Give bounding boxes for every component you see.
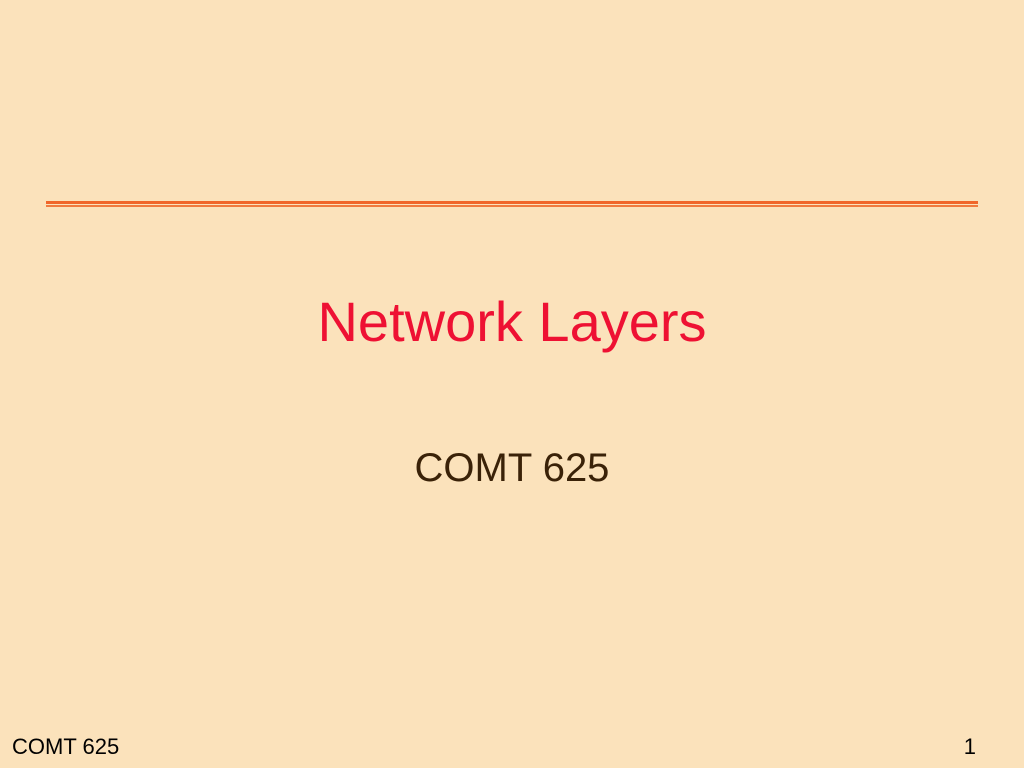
divider-line-bottom	[46, 205, 978, 207]
divider-line-top	[46, 201, 978, 204]
title-divider-rule	[46, 201, 978, 208]
slide-subtitle: COMT 625	[414, 446, 610, 490]
footer-page-number: 1	[963, 734, 976, 759]
slide-title: Network Layers	[317, 290, 707, 353]
footer-course-label: COMT 625	[12, 734, 120, 759]
